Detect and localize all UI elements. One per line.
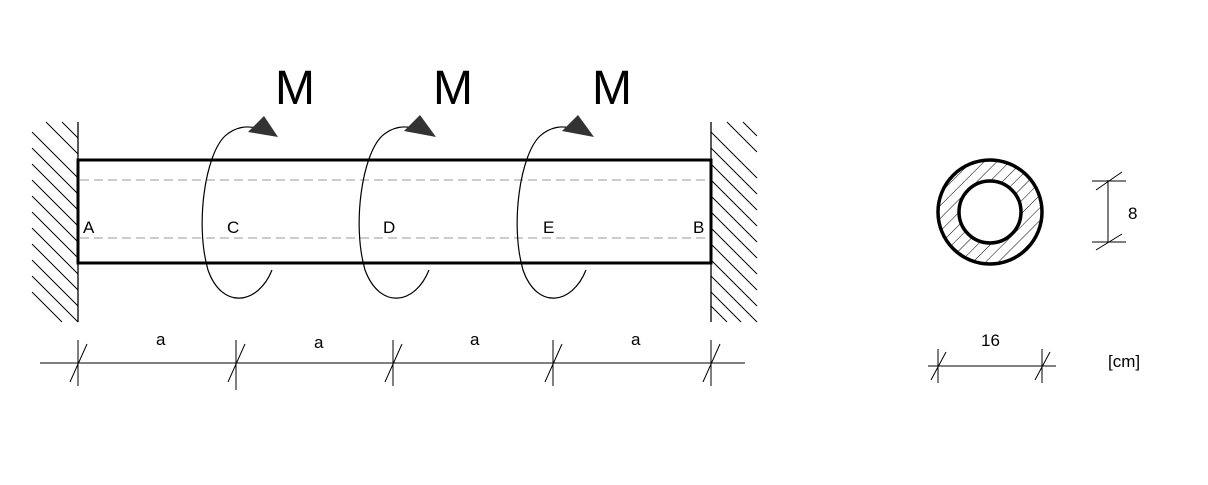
point-label-c: C (227, 218, 239, 237)
torque-arrowhead-icon (404, 115, 436, 137)
moment-label-d: M (433, 62, 473, 115)
hollow-cross-section (936, 158, 1044, 266)
torque-arrowhead-icon (562, 115, 594, 137)
torque-at-d (358, 115, 436, 299)
point-label-b: B (693, 218, 704, 237)
point-label-e: E (543, 218, 554, 237)
inner-diameter-label: 8 (1128, 204, 1137, 223)
torque-at-e (516, 115, 594, 299)
segment-label-4: a (631, 330, 641, 349)
left-fixed-support (31, 121, 79, 323)
outer-diameter-dimension (928, 349, 1056, 383)
segment-label-2: a (314, 333, 324, 352)
beam-body (76, 158, 713, 265)
moment-label-e: M (592, 62, 632, 115)
torque-arrowhead-icon (248, 116, 278, 137)
point-label-d: D (383, 218, 395, 237)
torque-at-c (201, 116, 278, 299)
segment-label-3: a (470, 330, 480, 349)
inner-diameter-dimension (1092, 171, 1126, 251)
point-label-a: A (83, 218, 95, 237)
unit-label: [cm] (1108, 352, 1140, 371)
segment-label-1: a (156, 330, 166, 349)
outer-diameter-label: 16 (981, 331, 1000, 350)
right-fixed-support (710, 121, 758, 323)
beam-dimension-line (40, 340, 745, 390)
moment-label-c: M (275, 62, 315, 115)
